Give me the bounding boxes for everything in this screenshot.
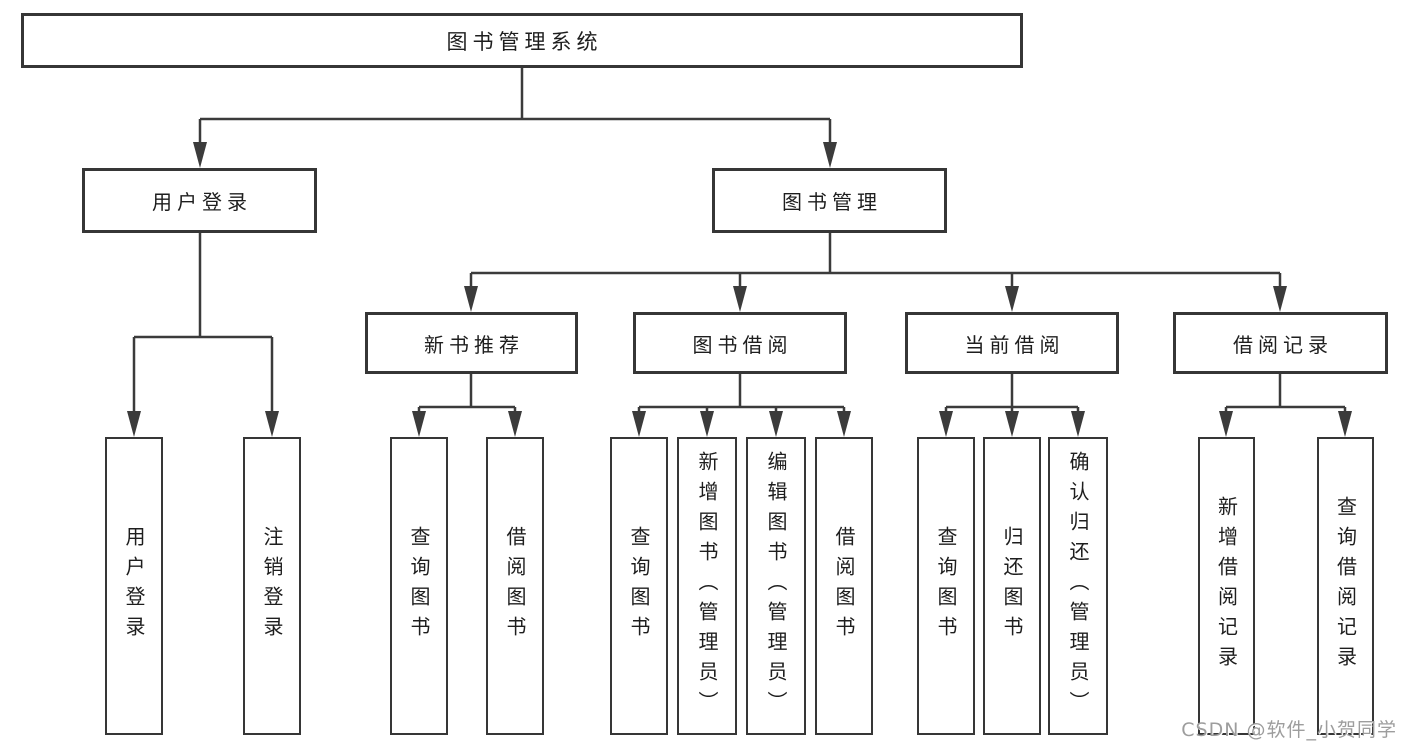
- leaf-add-books-admin: 新增图书（管理员）: [677, 437, 737, 735]
- node-book-management: 图书管理: [712, 168, 947, 233]
- leaf-return-books-label: 归还图书: [1000, 526, 1024, 646]
- leaf-add-books-admin-label: 新增图书（管理员）: [695, 451, 719, 721]
- leaf-edit-books-admin: 编辑图书（管理员）: [746, 437, 806, 735]
- node-new-book-recommend: 新书推荐: [365, 312, 578, 374]
- leaf-confirm-return-admin-label: 确认归还（管理员）: [1066, 451, 1090, 721]
- node-book-borrow: 图书借阅: [633, 312, 847, 374]
- leaf-query-books-current: 查询图书: [917, 437, 975, 735]
- leaf-borrow-books: 借阅图书: [815, 437, 873, 735]
- node-borrow-records: 借阅记录: [1173, 312, 1388, 374]
- leaf-borrow-books-label: 借阅图书: [832, 526, 856, 646]
- node-root: 图书管理系统: [21, 13, 1023, 68]
- leaf-user-login-label: 用户登录: [122, 526, 146, 646]
- node-current-borrow: 当前借阅: [905, 312, 1119, 374]
- leaf-add-borrow-record-label: 新增借阅记录: [1214, 496, 1239, 676]
- leaf-logout: 注销登录: [243, 437, 301, 735]
- leaf-confirm-return-admin: 确认归还（管理员）: [1048, 437, 1108, 735]
- leaf-query-borrow-record-label: 查询借阅记录: [1333, 496, 1358, 676]
- node-user-login: 用户登录: [82, 168, 317, 233]
- leaf-borrow-books-recommend-label: 借阅图书: [503, 526, 527, 646]
- leaf-user-login: 用户登录: [105, 437, 163, 735]
- leaf-query-books-borrow: 查询图书: [610, 437, 668, 735]
- leaf-query-borrow-record: 查询借阅记录: [1317, 437, 1374, 735]
- leaf-edit-books-admin-label: 编辑图书（管理员）: [764, 451, 788, 721]
- leaf-query-books-borrow-label: 查询图书: [627, 526, 651, 646]
- watermark: CSDN @软件_小贺同学: [1181, 719, 1397, 741]
- leaf-logout-label: 注销登录: [260, 526, 284, 646]
- leaf-borrow-books-recommend: 借阅图书: [486, 437, 544, 735]
- leaf-add-borrow-record: 新增借阅记录: [1198, 437, 1255, 735]
- leaf-return-books: 归还图书: [983, 437, 1041, 735]
- leaf-query-books-recommend: 查询图书: [390, 437, 448, 735]
- leaf-query-books-current-label: 查询图书: [934, 526, 958, 646]
- leaf-query-books-recommend-label: 查询图书: [407, 526, 431, 646]
